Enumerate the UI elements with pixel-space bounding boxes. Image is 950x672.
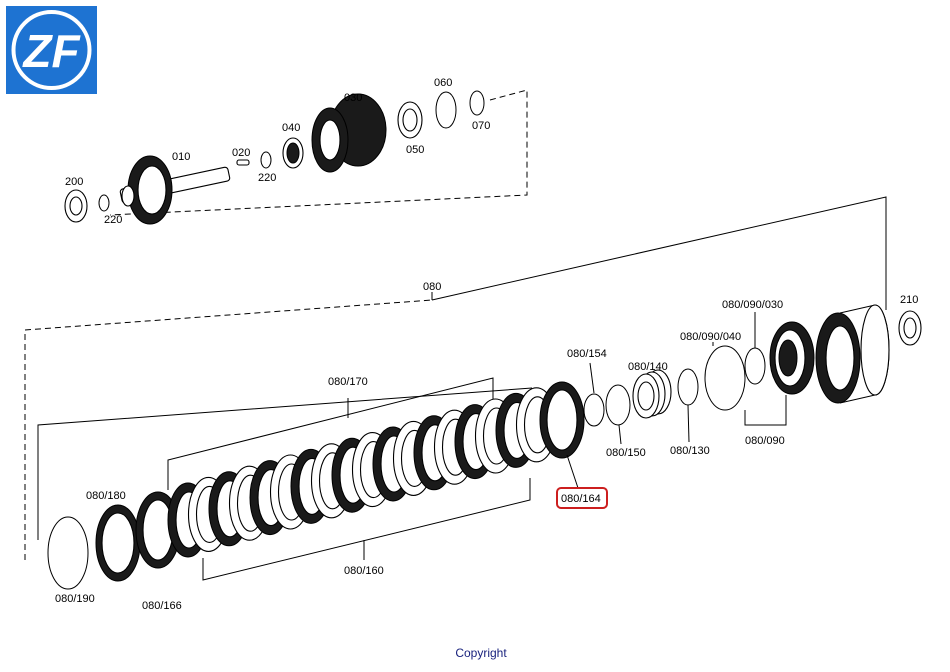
label-060: 060 [434, 77, 452, 89]
label-080-140: 080/140 [628, 361, 668, 373]
part-070-circlip [469, 90, 485, 116]
label-210: 210 [900, 294, 918, 306]
leader-080-154 [589, 362, 595, 394]
part-220-ring-right [260, 151, 272, 169]
part-080-090-040-seal [704, 345, 746, 411]
part-050-bearing [397, 101, 423, 139]
label-080-170: 080/170 [328, 376, 368, 388]
highlight-box-080-164[interactable] [556, 487, 608, 509]
label-080-090-030: 080/090/030 [722, 299, 783, 311]
label-200: 200 [65, 176, 83, 188]
label-020: 020 [232, 147, 250, 159]
part-080-090-030-seal [744, 347, 766, 385]
label-080-154: 080/154 [567, 348, 607, 360]
label-220-right: 220 [258, 172, 276, 184]
part-080-090-piston [769, 321, 815, 395]
leader-080-150 [618, 424, 622, 445]
label-080-180: 080/180 [86, 490, 126, 502]
part-030-gear [311, 93, 387, 173]
part-220-ring-left [98, 194, 110, 212]
part-080-housing-drum [815, 304, 890, 404]
part-210-bearing [898, 310, 922, 346]
label-080-166: 080/166 [142, 600, 182, 612]
part-060-circlip [435, 91, 457, 129]
zf-logo: ZF [6, 6, 97, 94]
zf-logo-text: ZF [21, 25, 81, 77]
leader-080-130 [687, 404, 690, 443]
bracket-080-090 [744, 395, 787, 426]
lower-assembly-outline [24, 299, 433, 560]
label-070: 070 [472, 120, 490, 132]
label-050: 050 [406, 144, 424, 156]
label-080-190: 080/190 [55, 593, 95, 605]
part-080-154-ring [583, 393, 605, 427]
label-080-160: 080/160 [344, 565, 384, 577]
part-010-shaft [119, 155, 231, 225]
clutch-disc-stack [167, 387, 558, 558]
copyright-text: Copyright [455, 646, 507, 660]
part-080-180-plate [95, 504, 141, 582]
part-040-bearing [282, 137, 304, 169]
label-220-left: 220 [104, 214, 122, 226]
bracket-080-170 [167, 377, 494, 490]
part-080-150-ring [605, 384, 631, 426]
part-080-164-disc [539, 381, 585, 459]
label-080-164[interactable]: 080/164 [561, 493, 601, 505]
bracket-080-160 [202, 478, 531, 581]
assembly-080-bracket [37, 196, 887, 540]
part-200-bearing [64, 189, 88, 223]
label-080-090-040: 080/090/040 [680, 331, 741, 343]
part-080-130-ring [677, 368, 699, 406]
part-020-pin [236, 159, 250, 166]
part-080-190-ring [47, 516, 89, 590]
label-080-150: 080/150 [606, 447, 646, 459]
label-010: 010 [172, 151, 190, 163]
part-080-140-spring [632, 369, 672, 419]
label-080-130: 080/130 [670, 445, 710, 457]
upper-assembly-outline [109, 89, 528, 216]
label-030: 030 [344, 92, 362, 104]
label-040: 040 [282, 122, 300, 134]
leader-080-164 [566, 454, 579, 489]
label-080-090: 080/090 [745, 435, 785, 447]
label-080: 080 [423, 281, 441, 293]
